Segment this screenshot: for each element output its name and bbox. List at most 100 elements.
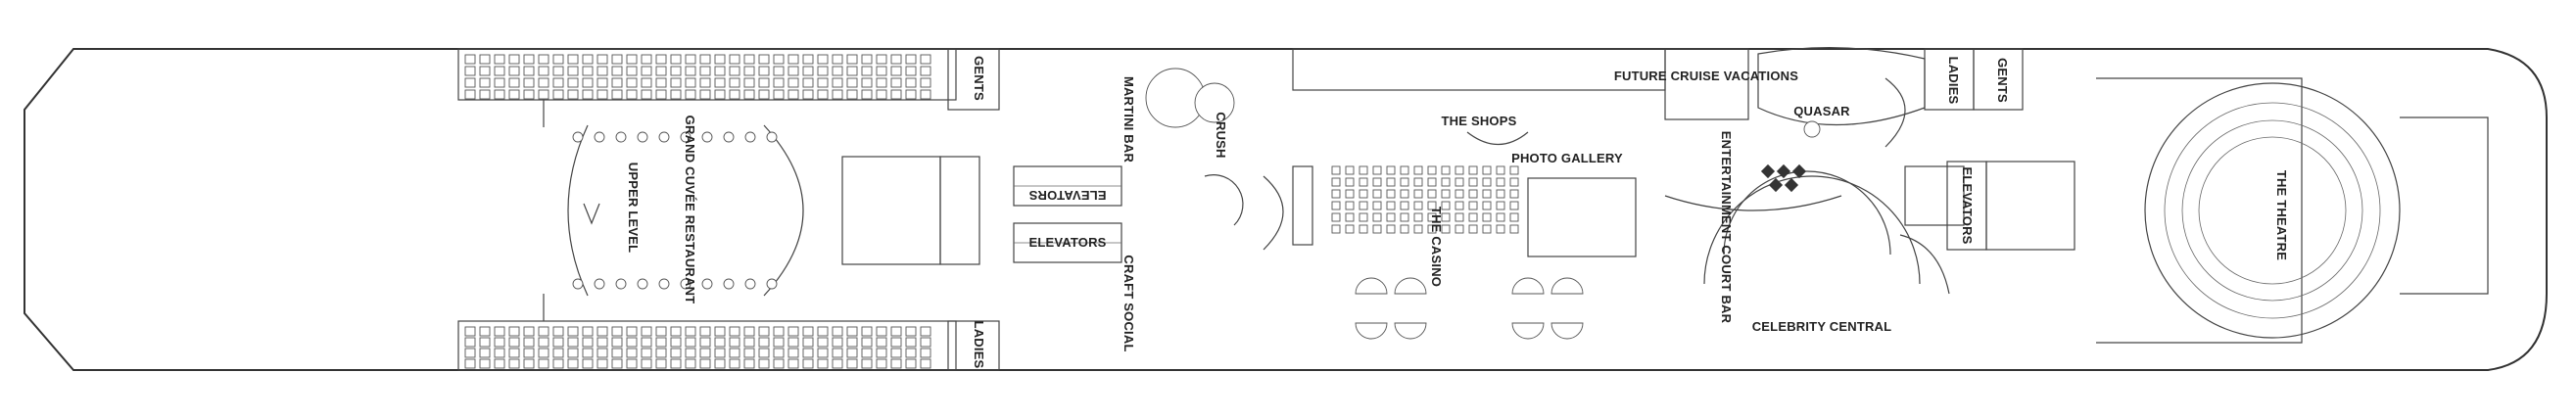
dining-table <box>787 66 799 76</box>
dining-table <box>626 358 638 369</box>
slot-machine <box>1372 165 1382 175</box>
slot-machine <box>1455 212 1464 222</box>
dining-table <box>714 66 726 76</box>
slot-machine <box>1496 165 1505 175</box>
dining-table <box>787 89 799 100</box>
dining-table <box>479 66 491 76</box>
dining-table <box>890 337 902 348</box>
slot-machine <box>1482 165 1492 175</box>
dining-table <box>861 89 873 100</box>
dining-table <box>655 326 667 337</box>
dining-table <box>538 66 549 76</box>
dining-table <box>464 77 476 88</box>
round-table <box>744 131 756 143</box>
quasar-area <box>1757 46 2024 148</box>
dining-table <box>641 348 652 358</box>
dining-table <box>552 77 564 88</box>
slot-machine <box>1386 201 1396 210</box>
slot-machine <box>1509 201 1519 210</box>
dining-table <box>479 54 491 65</box>
dining-table <box>582 348 594 358</box>
dining-table <box>699 89 711 100</box>
dining-table <box>758 358 770 369</box>
dining-table <box>596 89 608 100</box>
round-table <box>615 131 627 143</box>
dining-table <box>876 66 887 76</box>
slot-machine <box>1413 212 1423 222</box>
slot-machine <box>1345 165 1355 175</box>
gaming-table <box>1550 277 1584 295</box>
dining-table <box>567 54 579 65</box>
the-theatre <box>2096 77 2489 344</box>
slot-machine <box>1441 224 1451 234</box>
dining-table <box>802 66 814 76</box>
dining-table <box>596 77 608 88</box>
dining-table <box>479 77 491 88</box>
slot-machine <box>1427 224 1437 234</box>
dining-table <box>890 326 902 337</box>
dining-table <box>611 337 623 348</box>
dining-table <box>905 77 917 88</box>
dining-table <box>538 348 549 358</box>
dining-table <box>787 348 799 358</box>
grand-cuvee-restaurant <box>457 48 980 371</box>
dining-table <box>876 54 887 65</box>
slot-machine <box>1496 212 1505 222</box>
dining-table <box>890 358 902 369</box>
elevators-aft-label: ELEVATORS <box>1960 166 1975 244</box>
slot-machine <box>1496 177 1505 187</box>
crush-label: CRUSH <box>1214 112 1228 158</box>
dining-table <box>699 358 711 369</box>
slot-machine <box>1468 189 1478 199</box>
dining-table <box>626 77 638 88</box>
slot-machine <box>1372 224 1382 234</box>
slot-machine <box>1496 189 1505 199</box>
slot-machine <box>1359 201 1368 210</box>
round-table <box>744 278 756 290</box>
slot-machine <box>1372 212 1382 222</box>
dining-table <box>596 326 608 337</box>
dining-table <box>861 66 873 76</box>
dining-table <box>479 358 491 369</box>
dining-table <box>699 54 711 65</box>
slot-machine <box>1413 165 1423 175</box>
slot-machine <box>1509 212 1519 222</box>
dining-table <box>464 66 476 76</box>
slot-machine <box>1427 201 1437 210</box>
dining-table <box>876 337 887 348</box>
dining-table <box>832 89 843 100</box>
dining-table <box>538 54 549 65</box>
dining-table <box>641 337 652 348</box>
ladies-forward <box>947 320 1000 371</box>
dining-table <box>508 348 520 358</box>
dining-table <box>832 326 843 337</box>
slot-machine <box>1441 201 1451 210</box>
elevators-forward-bottom-label: ELEVATORS <box>1028 235 1106 250</box>
dining-table <box>685 66 696 76</box>
gents-aft-label: GENTS <box>1995 58 2010 103</box>
dining-table <box>655 66 667 76</box>
dining-table <box>670 358 682 369</box>
dining-table <box>567 337 579 348</box>
round-table <box>637 131 648 143</box>
gents-forward <box>947 48 1000 111</box>
dining-table <box>743 89 755 100</box>
dining-table <box>787 54 799 65</box>
dining-table <box>905 66 917 76</box>
dining-table <box>787 337 799 348</box>
dining-table <box>641 89 652 100</box>
future-cruise-label: FUTURE CRUISE VACATIONS <box>1614 69 1798 83</box>
slot-machine <box>1386 177 1396 187</box>
dining-table <box>685 337 696 348</box>
dining-table <box>920 358 931 369</box>
dining-table <box>494 77 505 88</box>
dining-table <box>832 77 843 88</box>
dining-table <box>876 77 887 88</box>
dining-table <box>508 358 520 369</box>
dining-table <box>494 89 505 100</box>
slot-machine <box>1331 165 1341 175</box>
dining-table <box>773 54 785 65</box>
dining-table <box>508 337 520 348</box>
slot-machine <box>1372 189 1382 199</box>
gents-forward-label: GENTS <box>972 56 986 101</box>
